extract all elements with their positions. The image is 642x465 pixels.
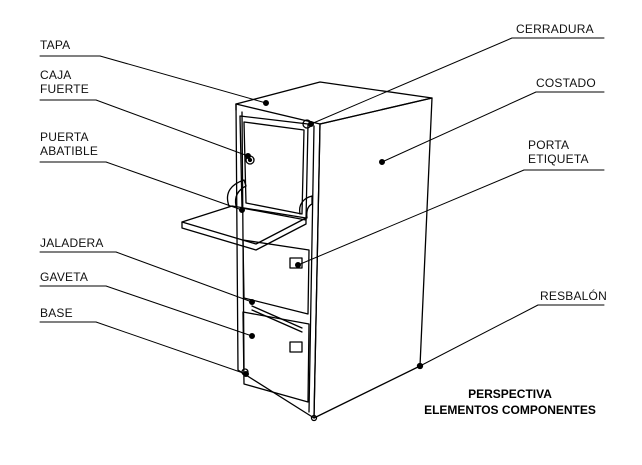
drawer-handle [251, 305, 303, 333]
leader-resbalon-dot [417, 363, 423, 369]
leader-costado-diag [381, 91, 537, 163]
label-porta-etiqueta: PORTA ETIQUETA [528, 138, 589, 166]
label-resbalon: RESBALÓN [540, 289, 607, 303]
leader-costado-dot [379, 159, 385, 165]
leader-base-diag [95, 321, 247, 375]
label-costado: COSTADO [536, 76, 596, 90]
drop-door-thickness [181, 217, 307, 251]
leader-resbalon-diag [419, 304, 539, 367]
label-gaveta: GAVETA [40, 270, 89, 284]
drop-door-arm-left [226, 179, 247, 207]
leader-gaveta-diag [105, 285, 253, 337]
drawer-lower [242, 311, 310, 403]
leader-base-dot [243, 371, 249, 377]
caption-line-2: ELEMENTOS COMPONENTES [424, 403, 596, 417]
leader-porta-diag [297, 169, 525, 266]
leader-caja-diag [95, 99, 249, 157]
foot-front [310, 414, 318, 422]
label-jaladera: JALADERA [40, 236, 104, 250]
label-puerta-abatible: PUERTA ABATIBLE [40, 130, 99, 158]
leader-jaladera-dot [249, 299, 255, 305]
leader-jaladera-diag [115, 251, 253, 303]
label-caja-fuerte: CAJA FUERTE [40, 68, 89, 96]
leader-cerradura-diag [310, 37, 513, 125]
cabinet-front-outline [235, 103, 321, 419]
leader-tapa-dot [263, 100, 269, 106]
safe-box-door [243, 121, 305, 215]
label-holder-lower [289, 341, 303, 353]
label-base: BASE [40, 306, 73, 320]
label-cerradura: CERRADURA [516, 22, 594, 36]
safe-lock-inner [247, 157, 253, 163]
drop-door-arm-right [298, 195, 313, 219]
leader-puerta-diag [105, 161, 243, 211]
cabinet-front-inner-right [308, 125, 315, 413]
label-tapa: TAPA [40, 38, 71, 52]
leader-tapa-diag [99, 55, 267, 104]
drawer-upper [242, 239, 310, 315]
leader-caja-dot [245, 153, 251, 159]
leader-gaveta-dot [249, 333, 255, 339]
caption: PERSPECTIVA ELEMENTOS COMPONENTES [410, 386, 610, 418]
cabinet-side [313, 97, 433, 419]
leader-puerta-dot [239, 207, 245, 213]
leader-cerradura-dot [308, 121, 314, 127]
leader-porta-dot [295, 262, 301, 268]
caption-line-1: PERSPECTIVA [468, 387, 552, 401]
